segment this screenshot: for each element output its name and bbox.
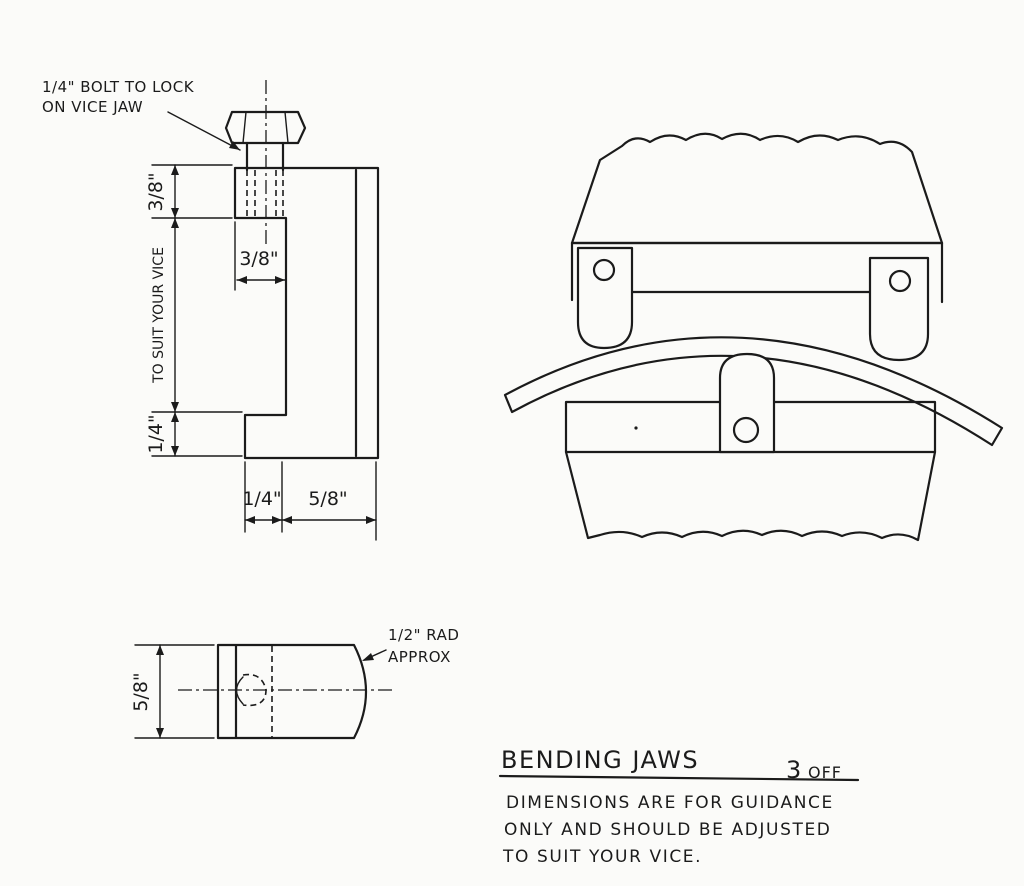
note-line3: TO SUIT YOUR VICE. — [502, 847, 702, 867]
rad-callout-line1: 1/2" RAD — [388, 626, 459, 644]
dim-arrow — [156, 728, 164, 738]
bolt-callout: 1/4" BOLT TO LOCK ON VICE JAW — [42, 78, 241, 151]
jaw-bolt-hole — [732, 416, 760, 444]
bolt-leader-line — [167, 111, 241, 151]
step-width-dimension: 3/8" — [234, 221, 286, 291]
drawing-title: BENDING JAWS — [501, 746, 699, 774]
jaw-body-outline — [233, 166, 380, 460]
drawing-quantity-unit: OFF — [808, 763, 842, 782]
dim-arrow — [282, 516, 292, 524]
dim-arrow — [272, 516, 282, 524]
bolt-head-facet — [242, 111, 247, 144]
jaw-bolt-hole — [888, 269, 912, 293]
dim-arrow — [171, 402, 179, 412]
radius-callout: 1/2" RAD APPROX — [362, 626, 459, 666]
dim-arrow — [366, 516, 376, 524]
note-line1: DIMENSIONS ARE FOR GUIDANCE — [506, 793, 834, 813]
plan-outline — [216, 643, 368, 740]
bolt-callout-line1: 1/4" BOLT TO LOCK — [42, 78, 195, 96]
vice-assembly-view — [503, 132, 1004, 542]
vertical-dimensions: 3/8" TO SUIT YOUR VICE 1/4" — [145, 164, 243, 457]
mark-dot — [634, 426, 638, 430]
bending-jaw-upper-left — [576, 246, 634, 350]
dim-arrow — [171, 165, 179, 175]
note-line2: ONLY AND SHOULD BE ADJUSTED — [504, 820, 832, 840]
dim-arrow — [245, 516, 255, 524]
dim-top-step-height: 3/8" — [145, 172, 167, 211]
dim-body-width: 5/8" — [308, 488, 347, 510]
dim-arrow — [237, 276, 247, 284]
bending-jaw-lower-centre — [718, 352, 776, 454]
dim-arrow — [156, 645, 164, 655]
dim-arrow — [171, 446, 179, 456]
rad-leader-arrow — [362, 653, 374, 661]
dim-arrow — [171, 218, 179, 228]
jaw-side-elevation — [224, 80, 380, 460]
title-underline — [498, 774, 860, 782]
upper-vice-jaw — [570, 132, 944, 245]
dim-step-width: 3/8" — [239, 248, 278, 270]
curved-strip — [503, 336, 1004, 447]
dim-plan-width: 5/8" — [130, 672, 152, 711]
title-block: BENDING JAWS 3 OFF — [498, 746, 860, 784]
dim-arrow — [171, 208, 179, 218]
bolt-leader-arrow — [229, 141, 240, 150]
bending-jaw-upper-right — [868, 256, 930, 362]
bolt-callout-line2: ON VICE JAW — [42, 98, 143, 116]
dim-suit-vice: TO SUIT YOUR VICE — [151, 247, 167, 384]
jaw-plan-view: 5/8" — [130, 643, 392, 740]
dim-arrow — [171, 412, 179, 422]
jaw-bolt-hole — [592, 258, 616, 282]
dim-arrow — [275, 276, 285, 284]
dim-bottom-lip-height: 1/4" — [145, 414, 167, 453]
guidance-note: DIMENSIONS ARE FOR GUIDANCE ONLY AND SHO… — [502, 793, 834, 867]
rad-callout-line2: APPROX — [388, 648, 451, 666]
bottom-dimensions: 1/4" 5/8" — [242, 461, 377, 541]
lower-vice-jaw — [564, 400, 937, 542]
bolt-head — [224, 110, 307, 145]
bolt-head-facet — [284, 111, 289, 144]
drawing-quantity: 3 — [786, 756, 803, 784]
dim-lip-width: 1/4" — [242, 488, 281, 510]
